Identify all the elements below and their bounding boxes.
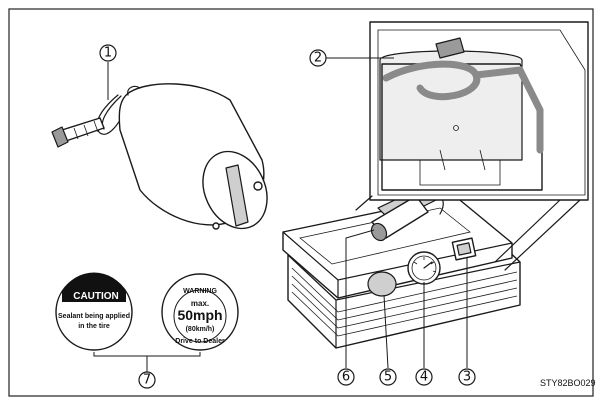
callout-4: 4: [415, 368, 433, 386]
caution-sticker: CAUTION Sealant being applied in the tir…: [55, 272, 133, 351]
warning-speed: 50mph: [177, 307, 222, 323]
caution-title: CAUTION: [73, 291, 119, 302]
figure-frame: [8, 8, 594, 397]
warning-title: WARNING: [183, 288, 217, 295]
svg-text:6: 6: [342, 370, 350, 385]
leader-5: [383, 294, 389, 369]
callout-2: 2: [309, 49, 327, 67]
callout-7: 7: [138, 371, 156, 389]
callout-1: 1: [99, 44, 117, 62]
compressor-switch: [367, 271, 397, 297]
warning-drive: Drive to Dealer: [175, 338, 225, 345]
warning-sticker: WARNING max. 50mph (80km/h) Drive to Dea…: [161, 273, 239, 351]
callout-5: 5: [379, 368, 397, 386]
svg-text:2: 2: [314, 51, 322, 66]
callout-6: 6: [337, 368, 355, 386]
bottle-base-bracket: [225, 164, 249, 227]
svg-text:4: 4: [420, 370, 428, 385]
pressure-gauge: [407, 251, 441, 285]
warning-kmh: (80km/h): [186, 326, 215, 333]
callout-3: 3: [458, 368, 476, 386]
compressor: [282, 187, 521, 349]
inset-hose-nozzle: [435, 37, 465, 59]
hose-valve-tip: [51, 126, 69, 148]
sealant-bottle: [51, 83, 268, 230]
figure-code: STY82BO029: [540, 378, 596, 388]
sealant-hose: [61, 117, 105, 142]
caution-line1: Sealant being applied: [58, 313, 130, 320]
leader-6: [345, 229, 375, 368]
caution-line2: in the tire: [78, 323, 110, 330]
compressor-ribs: [291, 267, 518, 337]
release-valve: [451, 237, 477, 261]
svg-text:5: 5: [384, 370, 392, 385]
sticker-bracket: [93, 352, 201, 372]
zoom-inset: [355, 21, 589, 271]
svg-text:7: 7: [143, 373, 151, 388]
svg-text:3: 3: [463, 370, 471, 385]
svg-text:1: 1: [104, 46, 112, 61]
warning-max: max.: [191, 299, 209, 308]
